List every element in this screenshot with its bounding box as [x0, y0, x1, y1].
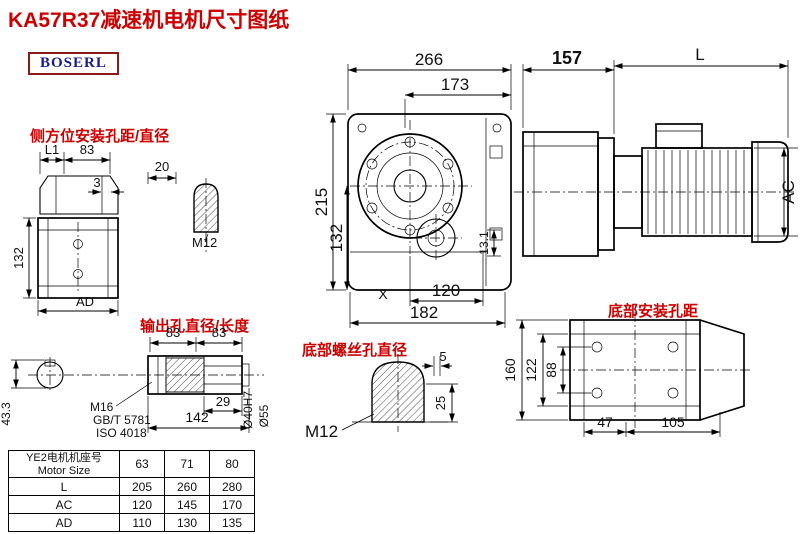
- motor-side-view: [514, 123, 797, 257]
- cell: 110: [119, 513, 165, 532]
- dim-hole-47: 47: [597, 414, 613, 430]
- terminal-box: [655, 123, 703, 149]
- table-row-L: L 205 260 280: [8, 477, 255, 496]
- thread-label: M16: [90, 400, 114, 414]
- mount-hole: [667, 387, 679, 399]
- dim-slot: 13.1: [477, 231, 491, 255]
- dim-flange-offset: 173: [441, 75, 469, 94]
- dim-motor-length: L: [695, 45, 704, 64]
- cell: 120: [119, 495, 165, 514]
- dim-overall-width: 266: [415, 50, 443, 69]
- table-header-cell: YE2电机机座号 Motor Size: [8, 450, 120, 478]
- flange-plate: [597, 137, 615, 251]
- dim-gearbox-length: 157: [552, 48, 582, 68]
- output-shaft-dims: 83 83 M16 GB/T 5781 ISO 4018 29 142 43.3…: [0, 325, 271, 440]
- cell: 280: [209, 477, 255, 496]
- front-view-dims: 266 173 215 132 120 182 13.1 X: [312, 50, 512, 328]
- size-80: 80: [209, 450, 255, 478]
- cell: 135: [209, 513, 255, 532]
- table-header-en: Motor Size: [37, 464, 91, 477]
- output-hole-label: 输出孔直径/长度: [140, 317, 250, 335]
- dim-step: 3: [93, 175, 100, 190]
- bottom-mount-view: 底部安装孔距: [560, 302, 752, 428]
- table-header-cn: YE2电机机座号: [26, 451, 102, 464]
- bottom-mount-dims: 160 122 88 47 105: [502, 319, 721, 437]
- dim-base-width: 182: [410, 303, 438, 322]
- dim-depth-25: 25: [433, 396, 448, 410]
- dim-screw-depth: 20: [155, 159, 169, 174]
- dim-side-height: 132: [11, 247, 26, 269]
- standard-iso: ISO 4018: [96, 426, 147, 440]
- datum-x-label: X: [378, 286, 388, 302]
- cell: 170: [209, 495, 255, 514]
- dim-center-height: 132: [327, 224, 346, 252]
- table-row-AD: AD 110 130 135: [8, 513, 255, 532]
- output-shaft-view: 输出孔直径/长度: [28, 317, 264, 395]
- bottom-mount-label: 底部安装孔距: [608, 302, 698, 320]
- dim-span-b: 83: [212, 325, 226, 340]
- page-title: KA57R37减速机电机尺寸图纸: [8, 9, 290, 32]
- mount-hole: [591, 387, 603, 399]
- fan-cover: [751, 141, 789, 243]
- side-thread-label: M12: [192, 235, 217, 250]
- dim-hole-span-v: 88: [543, 362, 559, 378]
- motor-side-dims: 157 L AC: [522, 45, 798, 237]
- cell: 205: [119, 477, 165, 496]
- brand-logo: BOSERL: [28, 52, 119, 75]
- bottom-screw-view: 底部螺丝孔直径 M12 5 25: [302, 341, 458, 441]
- dim-key-depth: 43.3: [0, 402, 13, 426]
- row-label: AC: [8, 495, 120, 514]
- gearbox-front-outline: [347, 113, 512, 291]
- size-63: 63: [119, 450, 165, 478]
- motor-size-table: YE2电机机座号 Motor Size 63 71 80 L 205 260 2…: [8, 450, 255, 532]
- cell: 260: [164, 477, 210, 496]
- cell: 145: [164, 495, 210, 514]
- size-71: 71: [164, 450, 210, 478]
- mount-hole: [591, 341, 603, 353]
- standard-gbt: GB/T 5781: [93, 413, 151, 427]
- dim-depth-5: 5: [439, 349, 446, 364]
- dim-hole-span: 83: [80, 142, 94, 157]
- dim-motor-diameter: AC: [779, 180, 798, 204]
- dim-span-a: 83: [166, 325, 180, 340]
- side-mount-label: 侧方位安装孔距/直径: [30, 127, 169, 145]
- bottom-screw-label: 底部螺丝孔直径: [302, 341, 407, 359]
- keyway: [44, 359, 56, 367]
- table-row-AC: AC 120 145 170: [8, 495, 255, 514]
- gearbox-left-dims: L1 83 3 20 132 AD M12: [11, 142, 217, 316]
- dim-key-length: 29: [216, 394, 230, 409]
- dim-base-inner: 122: [523, 358, 539, 382]
- mount-hole: [667, 341, 679, 353]
- dim-total-length: 142: [185, 409, 209, 425]
- cell: 130: [164, 513, 210, 532]
- dim-base-length: 160: [502, 358, 518, 382]
- row-label: L: [8, 477, 120, 496]
- dim-bore: Ø40H7: [241, 391, 255, 429]
- dim-hole-105: 105: [661, 414, 685, 430]
- front-view: [347, 113, 512, 291]
- side-profile: [39, 175, 119, 215]
- dim-bolt-span: 120: [432, 281, 460, 300]
- shaft-section-hatch: [165, 357, 205, 393]
- side-body-outline: [37, 217, 119, 299]
- dim-l1: L1: [45, 142, 59, 157]
- gearbox-left-view: 侧方位安装孔距/直径: [30, 127, 219, 299]
- dim-ad: AD: [76, 294, 94, 309]
- row-label: AD: [8, 513, 120, 532]
- dim-hub: Ø55: [257, 404, 271, 427]
- dim-overall-height: 215: [312, 188, 331, 216]
- bottom-thread-label: M12: [305, 422, 338, 441]
